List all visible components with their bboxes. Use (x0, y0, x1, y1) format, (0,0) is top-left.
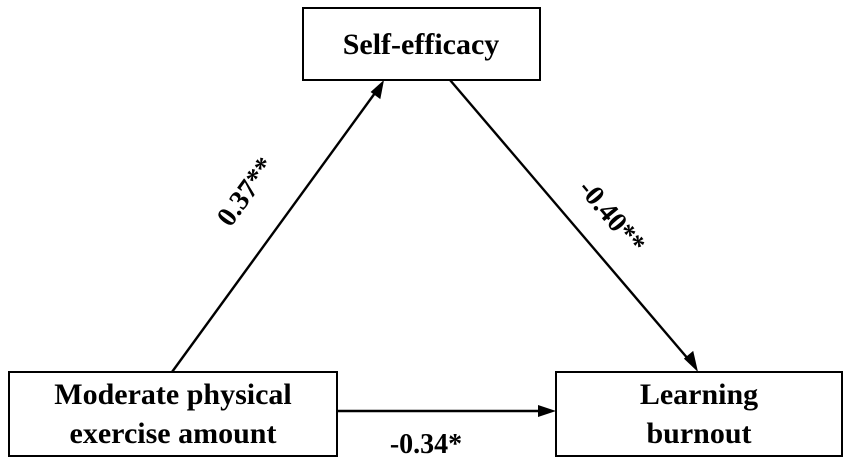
path-a-coefficient: 0.37** (211, 152, 281, 233)
path-c-coefficient: -0.34* (390, 429, 462, 460)
self-efficacy-node: Self-efficacy (302, 7, 541, 81)
path-c-arrowhead (538, 405, 556, 417)
path-b-arrow (449, 79, 698, 372)
path-a-arrowhead (370, 80, 384, 100)
learning-burnout-box (555, 371, 843, 457)
exercise-amount-box (8, 371, 338, 457)
path-b-arrowhead (683, 350, 698, 372)
path-b-line (449, 79, 690, 361)
exercise-amount-label-line2: exercise amount (70, 417, 277, 450)
learning-burnout-label-line1: Learning (640, 378, 758, 411)
self-efficacy-label: Self-efficacy (343, 28, 500, 61)
learning-burnout-node: Learning burnout (555, 371, 843, 457)
path-a-line (171, 92, 376, 373)
path-b-coefficient: -0.40** (572, 174, 651, 260)
path-c-arrow (337, 405, 556, 417)
self-efficacy-box (302, 7, 541, 81)
exercise-amount-node: Moderate physical exercise amount (8, 371, 338, 457)
path-a-arrow (171, 80, 384, 373)
learning-burnout-label-line2: burnout (646, 417, 751, 450)
exercise-amount-label-line1: Moderate physical (54, 378, 291, 411)
